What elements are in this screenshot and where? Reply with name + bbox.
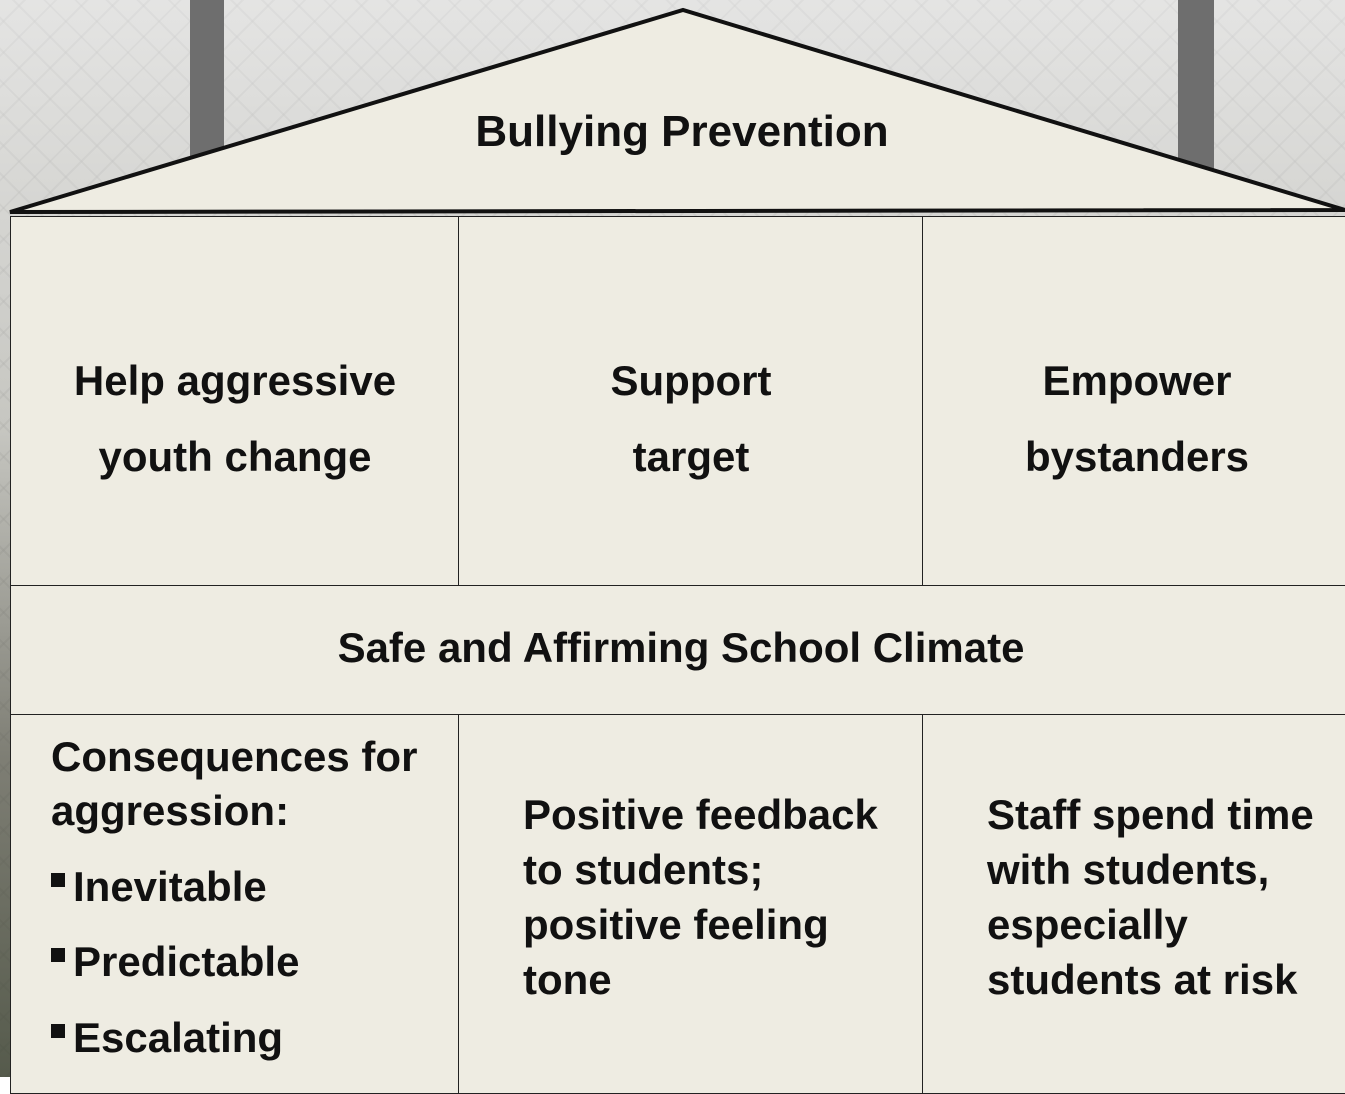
pillar-text-line: target xyxy=(632,433,750,480)
bullet-text: Escalating xyxy=(73,1014,284,1061)
staff-line: with students, xyxy=(987,846,1270,893)
feedback-line: Positive feedback xyxy=(523,791,878,838)
bullet-square-icon xyxy=(51,1024,65,1038)
foundation-staff-time: Staff spend time with students, especial… xyxy=(922,714,1345,1094)
bullet-text: Inevitable xyxy=(73,863,267,910)
roof-title: Bullying Prevention xyxy=(475,107,889,156)
band-label: Safe and Affirming School Climate xyxy=(337,624,1025,671)
school-climate-band: Safe and Affirming School Climate xyxy=(10,585,1345,716)
pillar-support-target: Support target xyxy=(458,216,924,587)
feedback-line: positive feeling xyxy=(523,901,829,948)
roof-shape xyxy=(9,7,1345,214)
pillar-help-aggressive-youth: Help aggressive youth change xyxy=(10,216,460,587)
staff-line: especially xyxy=(987,901,1188,948)
pillar-empower-bystanders: Empower bystanders xyxy=(922,216,1345,587)
bullet-square-icon xyxy=(51,948,65,962)
pillar-text-line: bystanders xyxy=(1024,433,1250,480)
bullet-square-icon xyxy=(51,873,65,887)
staff-line: Staff spend time xyxy=(987,791,1314,838)
bullet-text: Predictable xyxy=(73,938,300,985)
pillar-text-line: youth change xyxy=(98,433,372,480)
foundation-consequences: Consequences for aggression: Inevitable … xyxy=(10,714,460,1094)
feedback-line: tone xyxy=(523,956,612,1003)
roof-triangle xyxy=(9,7,1345,214)
consequences-heading-line: aggression: xyxy=(51,787,290,834)
pillar-text-line: Support xyxy=(610,357,772,404)
consequence-bullet: Predictable xyxy=(51,934,299,990)
consequence-bullet: Escalating xyxy=(51,1010,283,1066)
pillar-text-line: Empower xyxy=(1042,357,1232,404)
consequence-bullet: Inevitable xyxy=(51,859,267,915)
staff-line: students at risk xyxy=(987,956,1298,1003)
consequences-heading-line: Consequences for xyxy=(51,733,418,780)
foundation-positive-feedback: Positive feedback to students; positive … xyxy=(458,714,924,1094)
feedback-line: to students; xyxy=(523,846,764,893)
pillar-text-line: Help aggressive xyxy=(73,357,397,404)
